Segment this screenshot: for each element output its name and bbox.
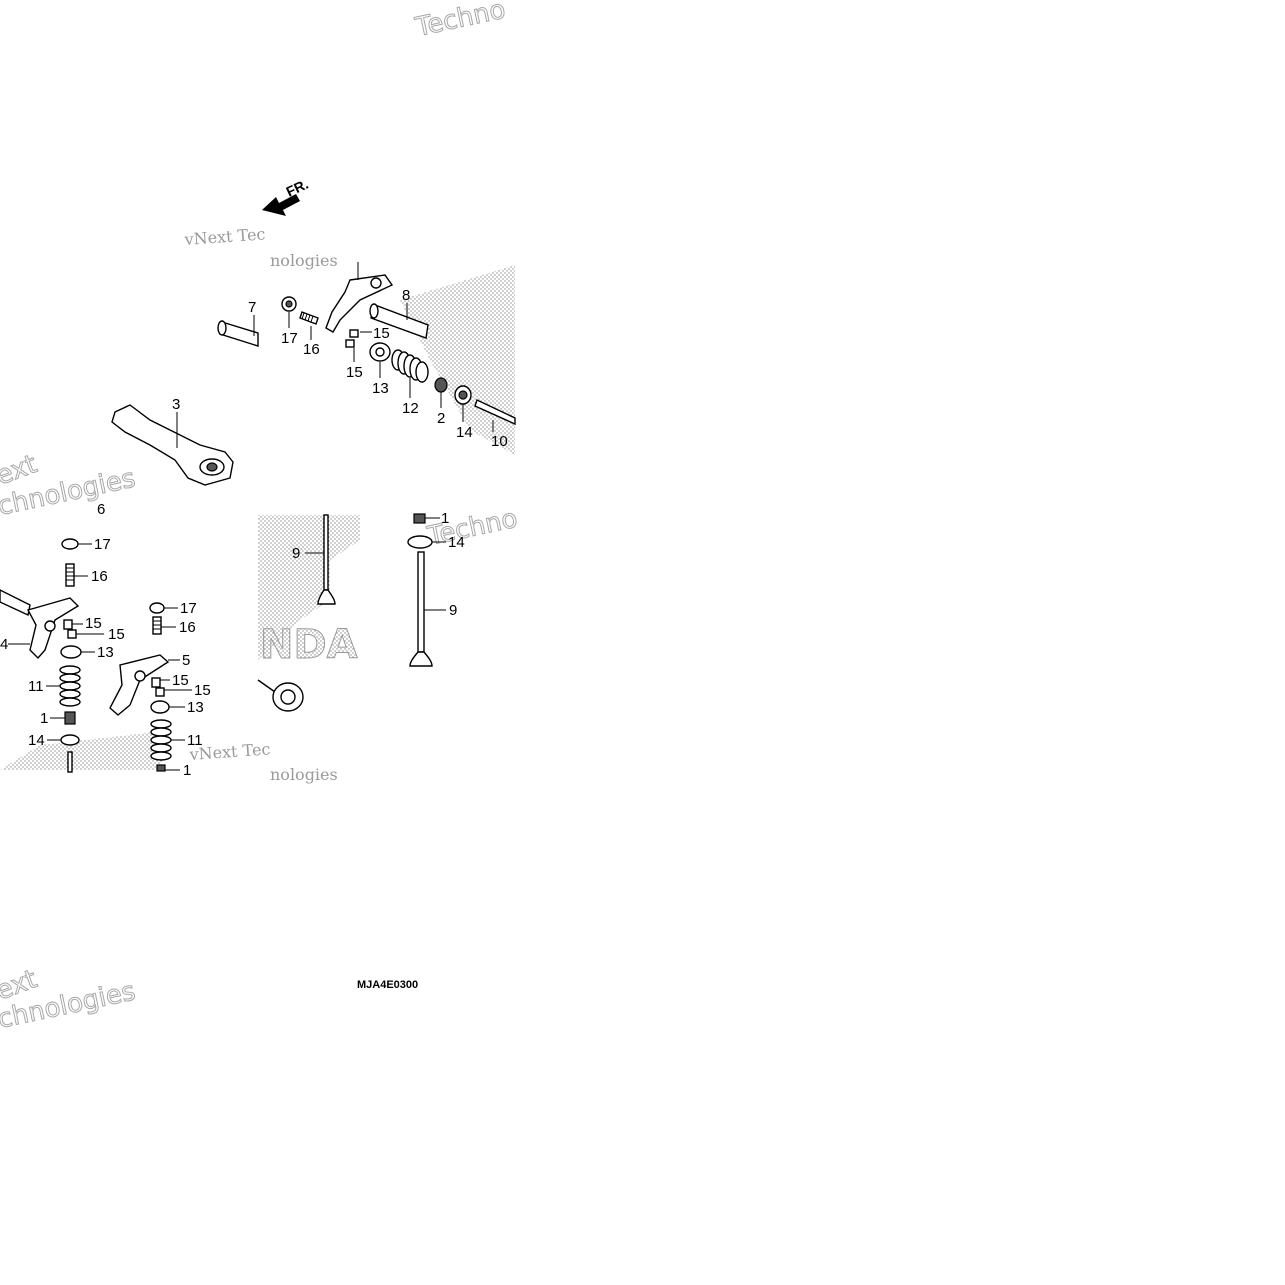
- cotter-15: [63, 619, 77, 639]
- valve-spring-12: [391, 349, 429, 383]
- background-logo-text: NDA: [260, 622, 358, 668]
- rocker-arm-6: [325, 274, 394, 333]
- screw-16: [152, 616, 162, 635]
- leader-lines: [8, 262, 494, 771]
- adjusting-nut-17: [281, 296, 297, 312]
- valve-cotter-15: [345, 329, 359, 348]
- callout-label: 15: [346, 364, 363, 381]
- lower-left-assembly: [0, 538, 82, 773]
- seal-1: [64, 711, 76, 725]
- callout-label: 11: [187, 732, 203, 749]
- spring-retainer-13: [369, 342, 391, 362]
- valve-9-right: [409, 551, 433, 667]
- valve-guide-10: [474, 399, 516, 426]
- callout-label: 17: [180, 600, 197, 617]
- callout-label: 13: [97, 644, 114, 661]
- spring-11: [59, 665, 81, 707]
- watermark-text: nologies: [270, 765, 338, 784]
- retainer-13: [60, 645, 82, 659]
- watermark-text: Techno: [424, 504, 520, 552]
- callout-label: 15: [172, 672, 189, 689]
- rocker-arm-4: [26, 597, 80, 660]
- spring-11: [150, 719, 172, 761]
- front-direction-arrow: FR.: [262, 176, 311, 216]
- callout-label: 16: [91, 568, 108, 585]
- callout-label: 9: [292, 545, 300, 562]
- seat-14: [60, 734, 80, 746]
- callout-label: 13: [187, 699, 204, 716]
- callout-label: 5: [182, 652, 190, 669]
- cotter-15: [151, 677, 165, 697]
- callout-label: 17: [94, 536, 111, 553]
- callout-label: 6: [97, 501, 105, 518]
- callout-label: 14: [456, 424, 473, 441]
- watermark-text: nologies: [270, 251, 338, 270]
- callout-label: 1: [441, 510, 449, 527]
- rocker-shaft-8: [369, 303, 429, 339]
- callout-label: 15: [194, 682, 211, 699]
- nut-17: [61, 538, 79, 550]
- callout-label: 14: [28, 732, 45, 749]
- nut-17: [149, 602, 165, 614]
- callout-label: 13: [372, 380, 389, 397]
- callout-label: 17: [281, 330, 298, 347]
- callout-label: 15: [373, 325, 390, 342]
- upper-assembly: [111, 274, 516, 486]
- callout-label: 9: [449, 602, 457, 619]
- rocker-shaft-7: [217, 320, 259, 347]
- lower-middle-assembly: [109, 602, 172, 772]
- watermark-text: vNext Tec: [183, 224, 266, 249]
- direction-label: FR.: [284, 176, 311, 200]
- callout-label: 1: [40, 710, 48, 727]
- callout-label: 10: [491, 433, 508, 450]
- callout-label: 15: [85, 615, 102, 632]
- callout-label: 11: [28, 678, 44, 695]
- callout-label: 2: [437, 410, 445, 427]
- screw-16: [65, 563, 75, 587]
- stem-seal-2: [434, 377, 448, 393]
- callout-label: 12: [402, 400, 419, 417]
- callout-label: 3: [172, 396, 180, 413]
- spring-seat-14: [454, 385, 472, 405]
- seal-1: [156, 764, 166, 772]
- shaft-left: [0, 589, 31, 617]
- callout-label: 15: [108, 626, 125, 643]
- camshaft-3: [111, 404, 234, 486]
- callout-label: 1: [183, 762, 191, 779]
- valve-stem-left: [67, 751, 73, 773]
- callout-label: 16: [303, 341, 320, 358]
- seat-14-right: [407, 535, 433, 549]
- adjusting-screw-16: [299, 311, 319, 325]
- watermark-text: Techno: [412, 0, 508, 43]
- retainer-13: [150, 700, 170, 714]
- valve-group: [257, 513, 433, 712]
- callout-labels: 7 8 17 16 15 15 13 12 2 14 10 3 6 17 16 …: [0, 287, 508, 779]
- callout-label: 16: [179, 619, 196, 636]
- callout-label: 4: [0, 636, 8, 653]
- callout-label: 7: [248, 299, 256, 316]
- callout-label: 14: [448, 534, 465, 551]
- diagram-code: MJA4E0300: [357, 979, 418, 991]
- seal-1-right: [413, 513, 426, 524]
- rocker-arm-5: [109, 654, 170, 716]
- valve-head-detail: [257, 679, 304, 712]
- callout-label: 8: [402, 287, 410, 304]
